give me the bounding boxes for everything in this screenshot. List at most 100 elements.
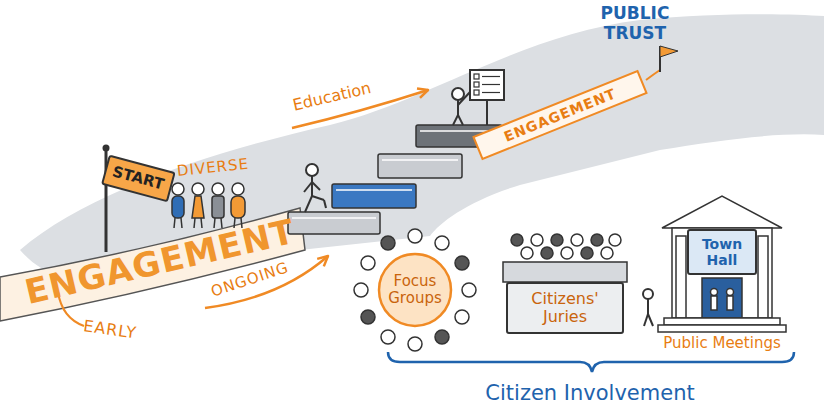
visitor-part: [647, 299, 649, 314]
engagement-ribbon: [474, 70, 661, 159]
town-hall-building-part: [758, 236, 768, 318]
town-hall-sign: Town Hall: [687, 229, 757, 275]
town-hall-building-part: [662, 196, 782, 228]
visitor-part: [648, 314, 653, 326]
town-hall-building-part: [727, 289, 734, 296]
diverse-people-part: [192, 183, 204, 195]
education-label: Education: [291, 79, 373, 115]
visitor-part: [644, 314, 648, 326]
focus-group-people-part: [381, 330, 395, 344]
start-flag-text: START: [110, 164, 165, 194]
jury-bench-part: [511, 234, 523, 246]
diverse-people-part: [201, 218, 202, 228]
ribbon-label: ENGAGEMENT: [502, 85, 619, 145]
diverse-people-part: [194, 218, 195, 228]
jury-bench-part: [609, 234, 621, 246]
start-flag: START: [101, 155, 175, 203]
focus-group-people-part: [361, 256, 375, 270]
jury-bench: [503, 234, 627, 282]
focus-groups-circle-ring: [379, 254, 451, 326]
presenter-part: [470, 70, 504, 100]
visitor-part: [643, 289, 653, 299]
involvement-bracket: [388, 352, 794, 372]
focus-group-people-part: [462, 283, 476, 297]
presenter-part: [453, 115, 458, 125]
climbing-person-part: [304, 182, 312, 192]
town-hall-building-part: [672, 228, 772, 318]
diverse-people-part: [231, 196, 245, 218]
presenter-part: [474, 82, 479, 87]
road-part: [0, 208, 305, 321]
diverse-label: DIVERSE: [176, 156, 250, 181]
path-label: ENGAGEMENT: [21, 212, 298, 312]
focus-group-people-part: [354, 283, 368, 297]
presenter-part: [458, 92, 470, 105]
ongoing-arrow-part: [317, 256, 328, 266]
focus-group-people-part: [435, 236, 449, 250]
presenter-part: [458, 115, 463, 125]
goal-title: PUBLIC TRUST: [590, 4, 680, 43]
engagement-ribbon-part: [474, 71, 647, 159]
citizens-juries-box: Citizens' Juries: [506, 282, 624, 334]
diverse-people-part: [172, 183, 184, 195]
presenter-part: [482, 84, 500, 85]
jury-bench-part: [531, 234, 543, 246]
visitor: [643, 289, 653, 326]
early-label: EARLY: [82, 317, 138, 343]
jury-bench-part: [591, 234, 603, 246]
diverse-people-part: [212, 183, 224, 195]
climbing-person-part: [306, 164, 318, 176]
focus-groups-circle-text: Focus Groups: [387, 273, 443, 308]
engagement-ribbon-part: [646, 70, 660, 80]
jury-bench-part: [503, 262, 627, 282]
jury-bench-part: [541, 247, 553, 259]
diverse-people-part: [212, 196, 224, 218]
jury-bench-part: [581, 247, 593, 259]
education-arrow-part: [417, 88, 428, 98]
focus-group-people-part: [455, 256, 469, 270]
summit-flag-part: [660, 46, 678, 57]
presenter-part: [486, 100, 488, 125]
climbing-person-part: [312, 196, 324, 200]
jury-bench-part: [551, 234, 563, 246]
diverse-people-part: [232, 183, 244, 195]
focus-group-people-part: [435, 330, 449, 344]
climbing-person-part: [311, 176, 313, 196]
hill-part: [20, 14, 824, 285]
climbing-person-part: [324, 200, 326, 208]
road: [0, 208, 305, 321]
book-stairs-part: [292, 217, 376, 219]
diverse-people-part: [214, 218, 215, 228]
diverse-people: [172, 183, 245, 228]
town-hall-building: [658, 196, 786, 332]
presenter-part: [452, 88, 464, 100]
jury-bench-part: [561, 247, 573, 259]
diverse-people-part: [172, 196, 184, 218]
summit-flag: [660, 46, 678, 72]
public-meetings-label: Public Meetings: [663, 335, 780, 352]
flag-pole-part: [103, 145, 110, 152]
citizens-juries-box-text: Citizens' Juries: [512, 290, 618, 327]
climbing-person-part: [312, 182, 320, 190]
book-stairs-part: [288, 212, 380, 234]
town-hall-building-part: [664, 318, 780, 325]
book-stairs-part: [336, 189, 412, 191]
focus-group-people-part: [455, 310, 469, 324]
book-stairs-part: [378, 154, 462, 178]
jury-bench-part: [601, 247, 613, 259]
group-caption: Citizen Involvement: [485, 381, 694, 405]
town-hall-sign-text: Town Hall: [693, 236, 751, 268]
presenter-part: [474, 74, 479, 79]
focus-group-people-part: [381, 236, 395, 250]
presenter: [452, 70, 504, 125]
focus-group-people-part: [361, 310, 375, 324]
town-hall-building-part: [702, 278, 742, 318]
presenter-part: [482, 76, 500, 77]
presenter-part: [482, 92, 500, 93]
focus-group-people-part: [408, 229, 422, 243]
climbing-person: [304, 164, 326, 212]
town-hall-building-part: [658, 325, 786, 332]
focus-group-people-part: [408, 337, 422, 351]
town-hall-building-part: [676, 236, 686, 318]
